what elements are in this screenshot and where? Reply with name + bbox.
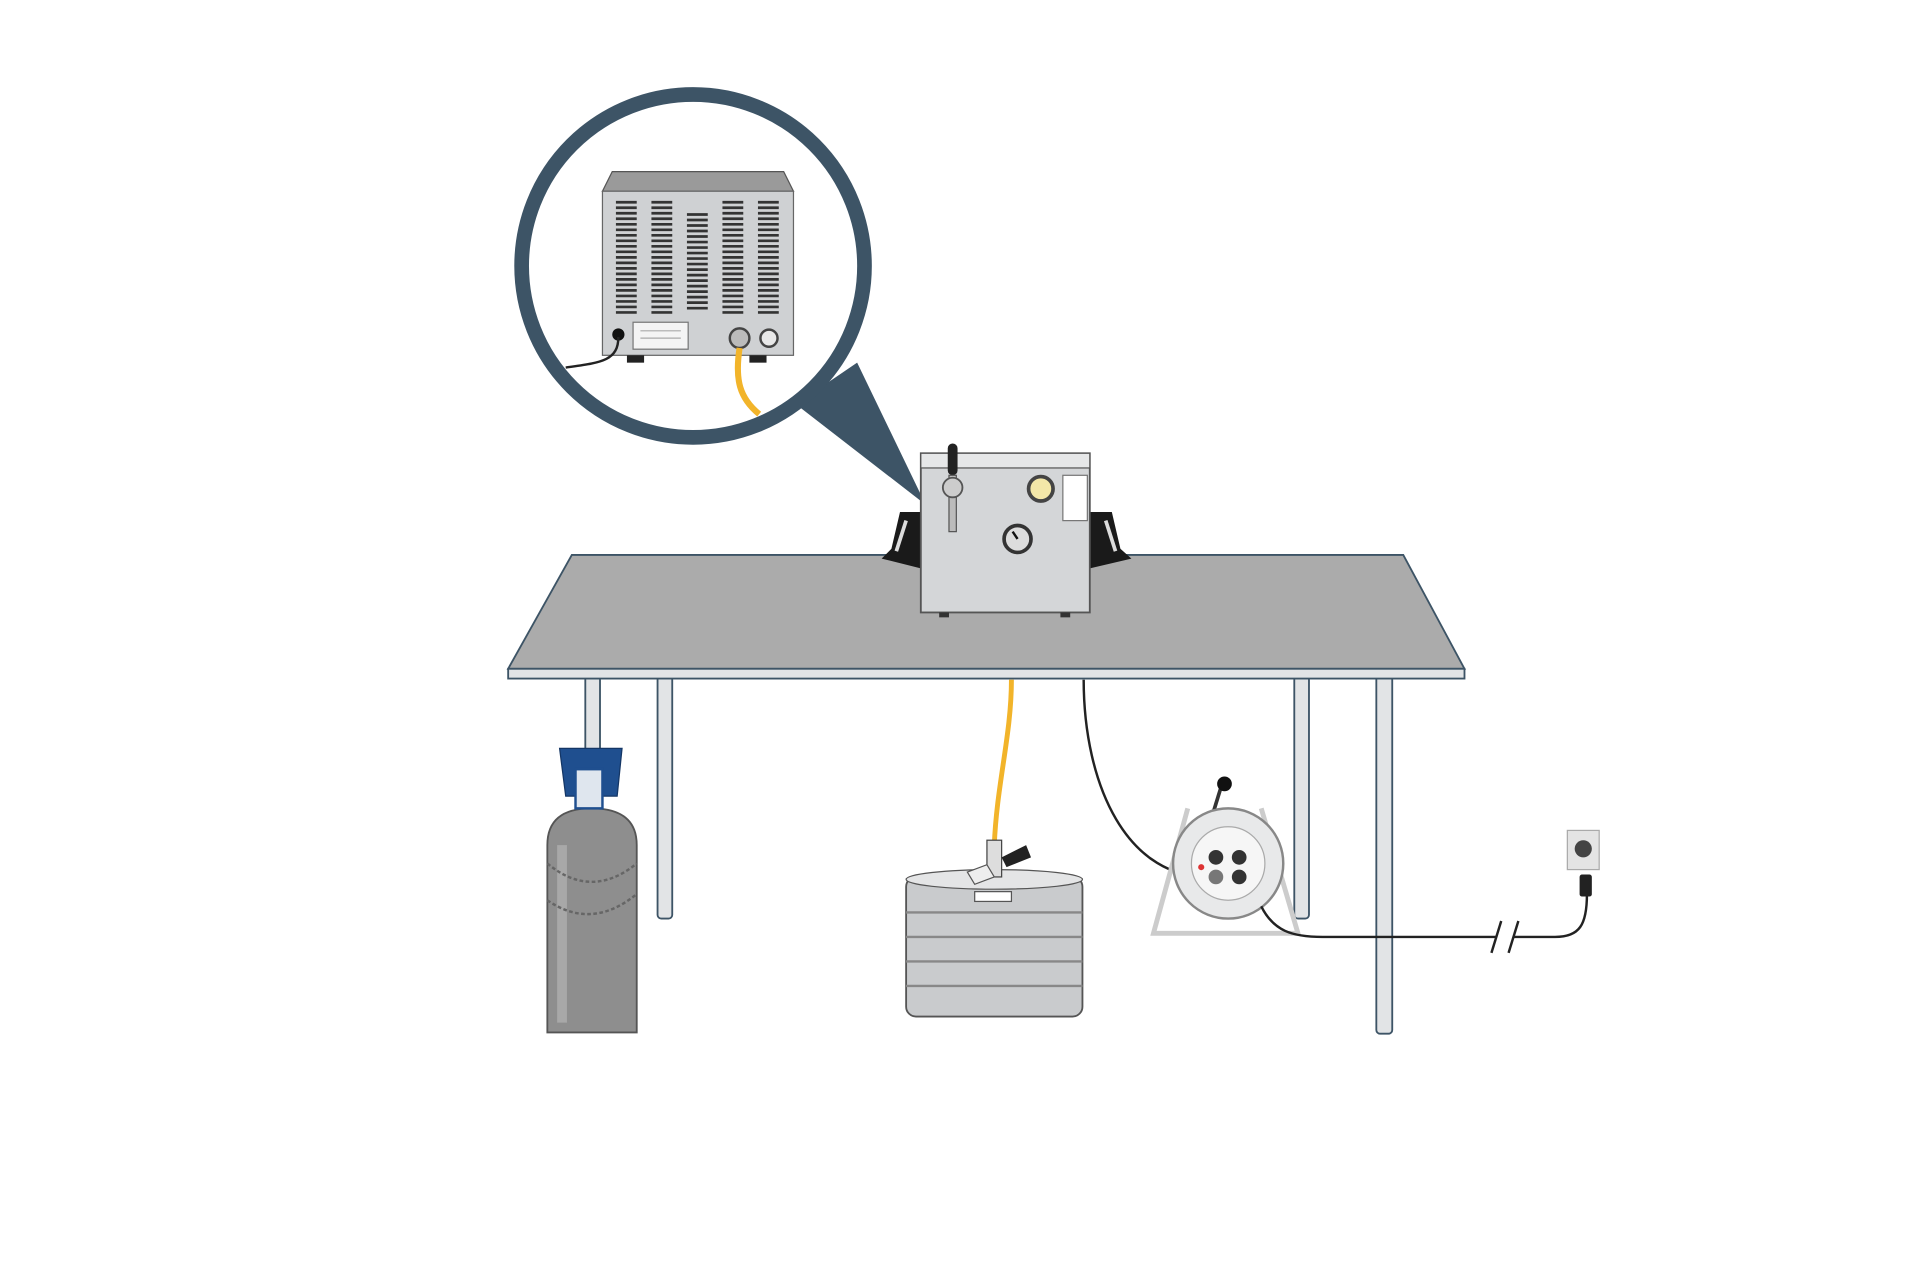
co2-cylinder <box>546 747 638 1034</box>
hose-connector <box>728 327 751 350</box>
table-edge <box>507 667 1466 680</box>
thermometer-gauge <box>1026 474 1055 503</box>
power-socket-icon <box>612 328 625 341</box>
cable-break-icon <box>1490 920 1520 954</box>
cable-reel <box>1150 776 1302 936</box>
wall-socket <box>1566 829 1600 897</box>
power-cable <box>565 336 620 369</box>
cooler-back-view <box>565 171 795 417</box>
tap-icon <box>941 443 964 533</box>
plug-icon <box>1579 874 1592 897</box>
keg-coupler <box>966 839 1032 886</box>
vent-slots <box>615 200 779 314</box>
gauge-small <box>759 328 779 348</box>
beer-hose <box>734 347 762 417</box>
magnifier-pointer <box>795 362 926 505</box>
beer-dispenser <box>881 443 1132 618</box>
magnifier-callout <box>514 87 926 505</box>
beer-hose-to-keg <box>991 679 1014 846</box>
pressure-gauge <box>1002 523 1033 555</box>
beer-keg <box>905 839 1084 1018</box>
extension-cable <box>1260 894 1589 939</box>
rating-label <box>632 321 689 350</box>
